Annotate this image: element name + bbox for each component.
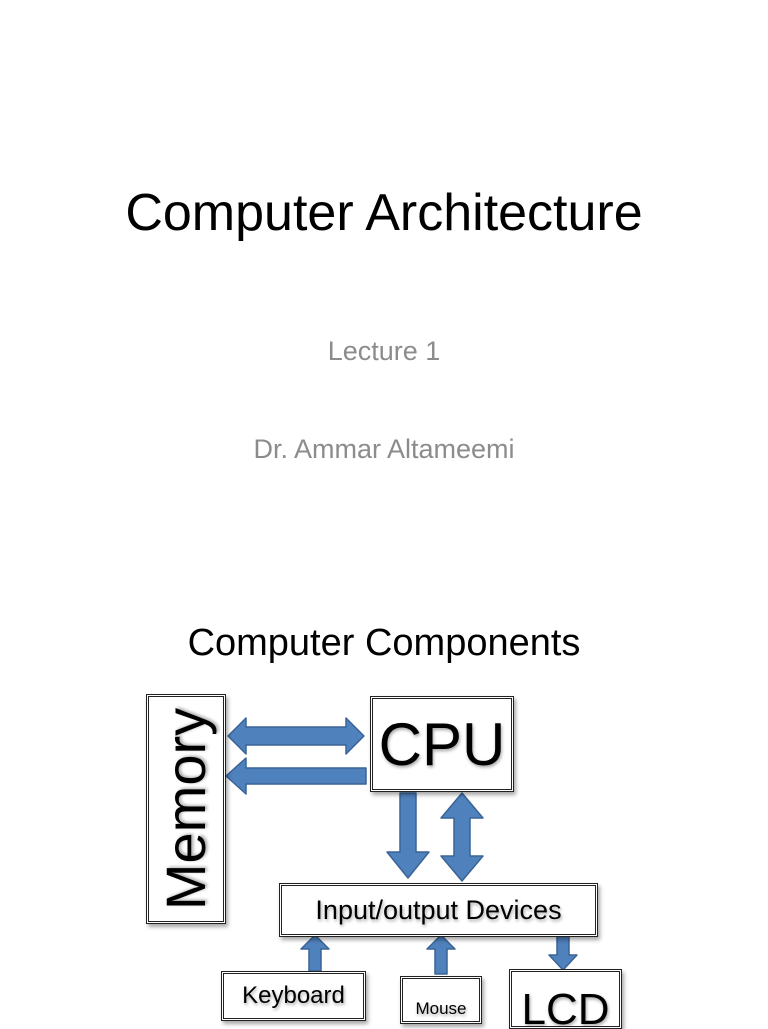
lcd-label: LCD (521, 985, 610, 1029)
cpu-to-memory-arrow (225, 757, 367, 795)
memory-label: Memory (154, 707, 218, 911)
cpu-to-io-arrow (386, 792, 430, 879)
memory-cpu-double-arrow (227, 717, 365, 755)
keyboard-label: Keyboard (242, 982, 345, 1009)
cpu-io-double-arrow (440, 792, 484, 882)
memory-box: Memory (146, 694, 226, 924)
io-devices-box: Input/output Devices (279, 883, 598, 937)
mouse-to-io-arrow (426, 934, 456, 975)
io-to-lcd-arrow (548, 935, 578, 971)
diagram-arrows (225, 717, 578, 975)
mouse-box: Mouse (400, 976, 482, 1024)
slide-title: Computer Architecture (125, 184, 643, 242)
keyboard-box: Keyboard (221, 971, 366, 1021)
author-name: Dr. Ammar Altameemi (253, 434, 515, 464)
components-slide: Computer Components Memory CPU Input/out… (0, 576, 768, 1029)
lecture-number: Lecture 1 (327, 336, 441, 366)
io-devices-label: Input/output Devices (315, 894, 562, 925)
mouse-label: Mouse (415, 999, 467, 1018)
cpu-box: CPU (370, 696, 514, 792)
lcd-box: LCD (509, 969, 622, 1029)
slide-title: Computer Components (187, 622, 581, 664)
keyboard-to-io-arrow (300, 934, 330, 972)
title-slide: Computer Architecture Lecture 1 Dr. Amma… (125, 184, 643, 464)
cpu-label: CPU (378, 710, 506, 778)
